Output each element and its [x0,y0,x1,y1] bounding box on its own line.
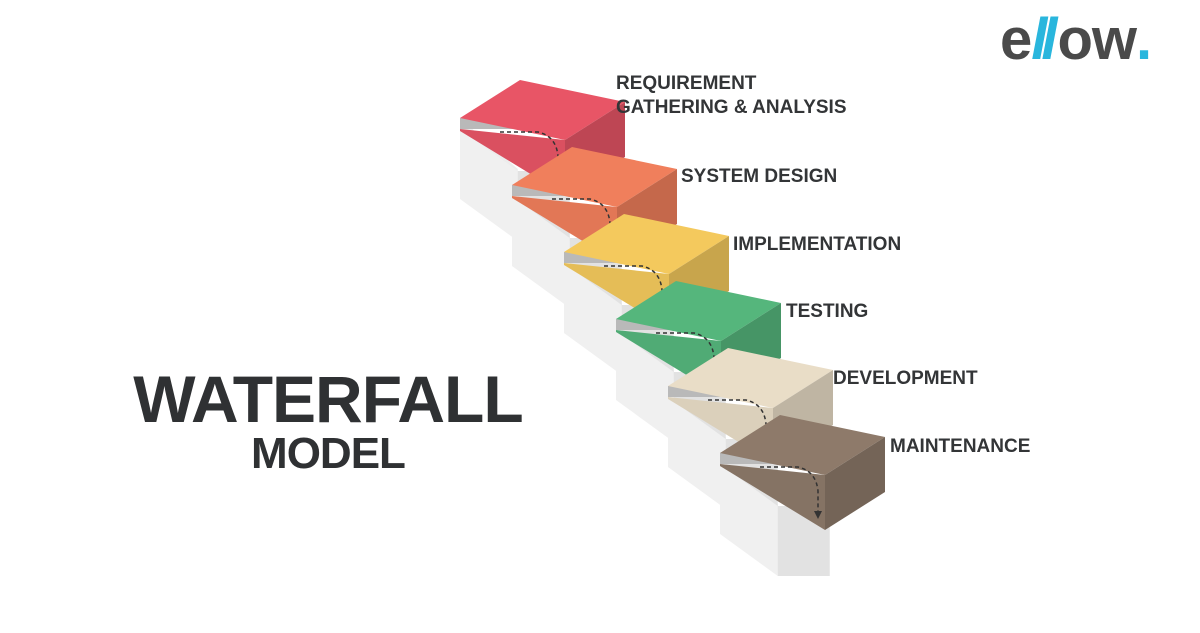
stair-base-front [616,330,674,442]
step-top-0 [460,80,625,140]
step-riser-5 [825,437,885,530]
step-label-line: GATHERING & ANALYSIS [616,97,847,118]
step-front-5 [720,464,825,530]
stair-base-front [564,263,622,375]
flow-arrow-5 [760,466,819,513]
logo-dot: . [1136,7,1152,72]
stair-base-front [460,129,518,241]
logo-text-e: e [1000,7,1032,72]
step-top-1 [512,147,677,207]
step-label-testing: TESTING [786,301,869,322]
step-label-development: DEVELOPMENT [833,368,978,389]
flow-arrowhead-5 [814,511,822,519]
logo-text-ll: ll [1031,7,1057,72]
step-label-implementation: IMPLEMENTATION [733,234,902,255]
step-label-maintenance: MAINTENANCE [890,436,1031,457]
step-top-2 [564,214,729,274]
stair-base-front [512,196,570,308]
stair-base-front [668,397,726,509]
step-top-4 [668,348,833,408]
stair-base-front [720,464,778,576]
step-label-system-design: SYSTEM DESIGN [681,166,838,187]
step-label-line: REQUIREMENT [616,73,757,94]
title-sub: MODEL [251,429,406,478]
logo-text-ow: ow [1057,7,1138,72]
step-top-5 [720,415,885,475]
title-main: WATERFALL [133,362,523,436]
step-top-3 [616,281,781,341]
step-label-requirement: REQUIREMENT GATHERING & ANALYSIS [616,72,847,120]
